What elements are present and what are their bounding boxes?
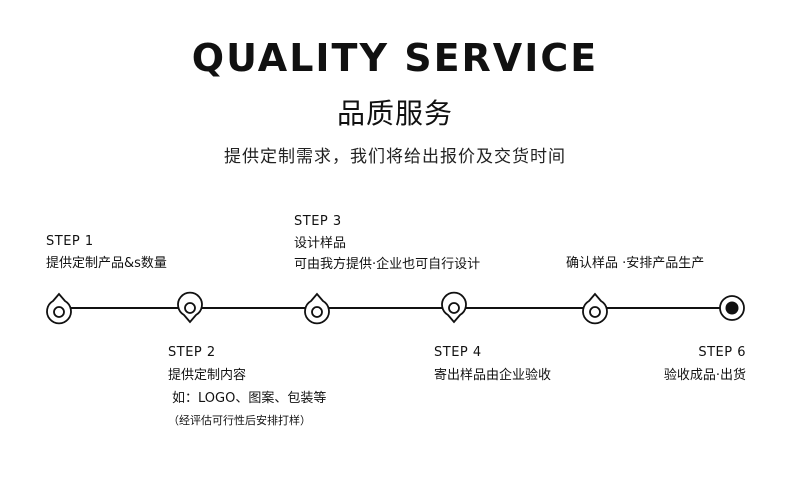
step-5-marker-icon	[580, 288, 610, 328]
timeline-line	[58, 307, 732, 309]
step-4-label: STEP 4	[434, 345, 482, 360]
page-subtitle: 品质服务	[336, 97, 453, 130]
step-1-text: 提供定制产品&s数量	[46, 256, 167, 271]
step-3-text-line-1: 设计样品	[294, 236, 347, 251]
step-1-label: STEP 1	[46, 234, 94, 249]
step-4-marker-icon	[439, 288, 469, 328]
step-3-marker-icon	[302, 288, 332, 328]
step-3-text-line-2: 可由我方提供·企业也可自行设计	[294, 257, 481, 272]
step-6-marker-icon	[717, 288, 747, 328]
step-2-marker-icon	[175, 288, 205, 328]
step-6-text: 验收成品·出货	[663, 368, 746, 383]
step-2-text-line-1: 提供定制内容	[168, 368, 247, 383]
page-title: QUALITY SERVICE	[191, 36, 599, 80]
step-1-marker-icon	[44, 288, 74, 328]
step-6-label: STEP 6	[698, 345, 746, 360]
step-5-text: 确认样品 ·安排产品生产	[566, 256, 705, 271]
step-2-label: STEP 2	[168, 345, 216, 360]
step-3-label: STEP 3	[294, 214, 342, 229]
page-description: 提供定制需求，我们将给出报价及交货时间	[224, 147, 566, 167]
step-2-text-line-3: （经评估可行性后安排打样）	[168, 414, 311, 427]
step-2-text-line-2: 如：LOGO、图案、包装等	[172, 391, 327, 406]
step-4-text: 寄出样品由企业验收	[434, 368, 552, 383]
